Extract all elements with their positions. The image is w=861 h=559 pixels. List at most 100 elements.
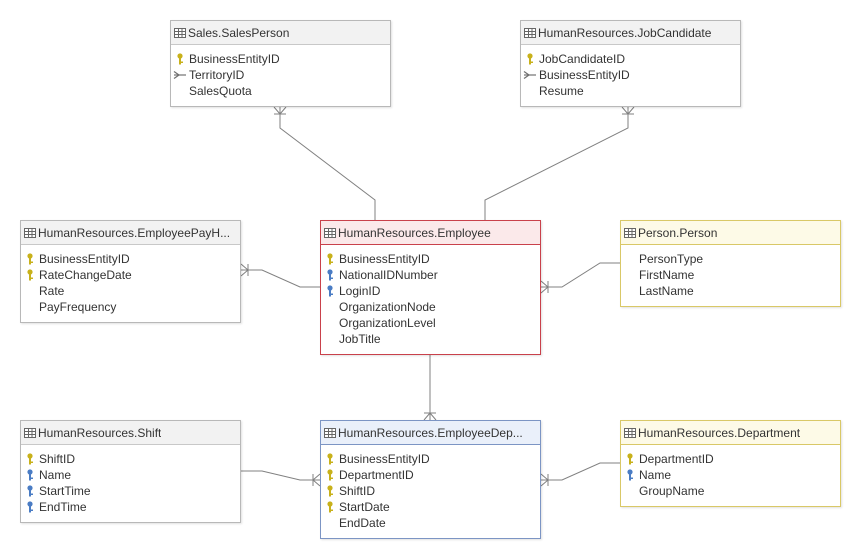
table-header[interactable]: HumanResources.Shift <box>21 421 240 445</box>
key-slot <box>321 485 339 497</box>
column-row[interactable]: BusinessEntityID <box>321 251 540 267</box>
table-header[interactable]: HumanResources.Department <box>621 421 840 445</box>
column-row[interactable]: Name <box>621 467 840 483</box>
column-name: SalesQuota <box>189 84 252 98</box>
table-title: Person.Person <box>638 225 718 240</box>
table-icon <box>174 27 186 38</box>
table-header[interactable]: HumanResources.EmployeePayH... <box>21 221 240 245</box>
column-row[interactable]: GroupName <box>621 483 840 499</box>
primary-key-icon <box>327 469 333 481</box>
key-slot <box>321 269 339 281</box>
column-row[interactable]: PayFrequency <box>21 299 240 315</box>
column-row[interactable]: LoginID <box>321 283 540 299</box>
foreign-key-icon <box>523 71 536 79</box>
column-name: BusinessEntityID <box>339 252 430 266</box>
column-name: StartTime <box>39 484 91 498</box>
key-slot <box>321 501 339 513</box>
column-row[interactable]: Rate <box>21 283 240 299</box>
table-header[interactable]: HumanResources.EmployeeDep... <box>321 421 540 445</box>
column-row[interactable]: ShiftID <box>321 483 540 499</box>
column-row[interactable]: BusinessEntityID <box>21 251 240 267</box>
table-title: HumanResources.Shift <box>38 425 162 440</box>
column-row[interactable]: BusinessEntityID <box>321 451 540 467</box>
column-row[interactable]: OrganizationLevel <box>321 315 540 331</box>
column-row[interactable]: TerritoryID <box>171 67 390 83</box>
column-row[interactable]: JobCandidateID <box>521 51 740 67</box>
column-name: Name <box>639 468 672 482</box>
column-row[interactable]: JobTitle <box>321 331 540 347</box>
column-row[interactable]: ShiftID <box>21 451 240 467</box>
column-name: LastName <box>639 284 694 298</box>
key-slot <box>171 53 189 65</box>
column-row[interactable]: Resume <box>521 83 740 99</box>
relationship-line-employee-jobcandidate <box>484 107 629 220</box>
table-icon <box>324 427 336 438</box>
column-name: OrganizationNode <box>339 300 436 314</box>
column-row[interactable]: StartTime <box>21 483 240 499</box>
column-row[interactable]: DepartmentID <box>321 467 540 483</box>
employee-table[interactable]: HumanResources.Employee BusinessEntityID… <box>320 220 541 355</box>
table-header[interactable]: HumanResources.JobCandidate <box>521 21 740 45</box>
primary-key-icon <box>627 453 633 465</box>
table-header[interactable]: Sales.SalesPerson <box>171 21 390 45</box>
column-name: ShiftID <box>39 452 76 466</box>
column-row[interactable]: SalesQuota <box>171 83 390 99</box>
key-slot <box>21 485 39 497</box>
column-name: Name <box>39 468 72 482</box>
column-name: RateChangeDate <box>39 268 132 282</box>
table-header[interactable]: Person.Person <box>621 221 840 245</box>
table-icon <box>24 227 36 238</box>
column-row[interactable]: BusinessEntityID <box>521 67 740 83</box>
employee-pay-history-table[interactable]: HumanResources.EmployeePayH... BusinessE… <box>20 220 241 323</box>
table-icon <box>324 227 336 238</box>
column-name: Rate <box>39 284 65 298</box>
table-icon <box>624 427 636 438</box>
column-row[interactable]: LastName <box>621 283 840 299</box>
column-row[interactable]: StartDate <box>321 499 540 515</box>
key-slot <box>521 53 539 65</box>
crow-foot-department <box>540 473 549 487</box>
column-row[interactable]: EndDate <box>321 515 540 531</box>
column-row[interactable]: NationalIDNumber <box>321 267 540 283</box>
table-icon <box>524 27 536 38</box>
key-slot <box>21 453 39 465</box>
table-title: HumanResources.Employee <box>338 225 491 240</box>
key-slot <box>321 253 339 265</box>
column-row[interactable]: PersonType <box>621 251 840 267</box>
column-name: BusinessEntityID <box>539 68 630 82</box>
relationship-line-employee-salesperson <box>279 107 376 220</box>
crow-foot-departmenthistory <box>423 412 437 421</box>
table-title: Sales.SalesPerson <box>188 25 290 40</box>
job-candidate-table[interactable]: HumanResources.JobCandidate JobCandidate… <box>520 20 741 107</box>
column-name: FirstName <box>639 268 695 282</box>
relationship-line-employee-payhistory <box>241 269 320 288</box>
column-row[interactable]: OrganizationNode <box>321 299 540 315</box>
column-row[interactable]: Name <box>21 467 240 483</box>
unique-key-icon <box>627 469 633 481</box>
column-row[interactable]: BusinessEntityID <box>171 51 390 67</box>
table-icon <box>624 227 636 238</box>
column-name: PayFrequency <box>39 300 117 314</box>
column-row[interactable]: RateChangeDate <box>21 267 240 283</box>
primary-key-icon <box>27 453 33 465</box>
employee-department-history-table[interactable]: HumanResources.EmployeeDep... BusinessEn… <box>320 420 541 539</box>
table-header[interactable]: HumanResources.Employee <box>321 221 540 245</box>
column-name: DepartmentID <box>339 468 414 482</box>
crow-foot-payhistory <box>240 263 249 277</box>
key-slot <box>21 501 39 513</box>
table-title: HumanResources.EmployeeDep... <box>338 425 523 440</box>
table-title: HumanResources.EmployeePayH... <box>38 225 231 240</box>
column-row[interactable]: DepartmentID <box>621 451 840 467</box>
column-row[interactable]: FirstName <box>621 267 840 283</box>
column-row[interactable]: EndTime <box>21 499 240 515</box>
key-slot <box>171 70 189 80</box>
unique-key-icon <box>327 285 333 297</box>
column-name: StartDate <box>339 500 390 514</box>
